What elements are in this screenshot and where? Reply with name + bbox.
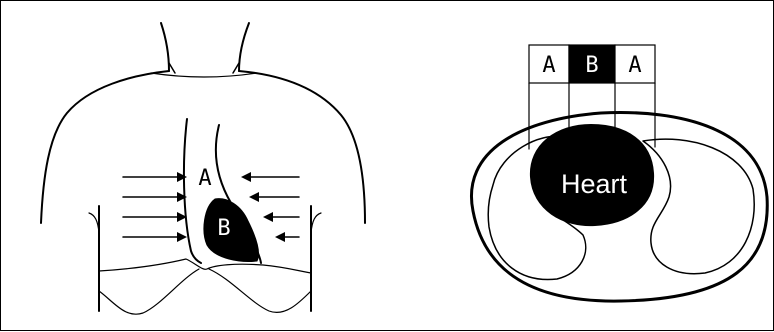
left-lower-rib-curve: [99, 269, 199, 314]
sternum-left-line: [184, 119, 201, 263]
neck-left-line: [161, 23, 169, 71]
left-flank-curl: [89, 213, 99, 233]
arrow-left-2: [123, 192, 187, 202]
left-shoulder-outline: [41, 71, 169, 223]
arrow-left-1: [123, 172, 187, 182]
compression-arrows-left: [123, 172, 187, 242]
chest-label-a: A: [198, 166, 211, 191]
box-label-middle-b: B: [585, 53, 598, 78]
neck-right-line: [239, 23, 249, 71]
arrow-right-4: [275, 232, 299, 242]
right-flank-curl: [311, 213, 321, 233]
rib-margin-line: [99, 259, 311, 273]
arrow-right-2: [249, 192, 299, 202]
cross-section: [471, 113, 767, 302]
chest-label-b: B: [217, 216, 230, 241]
heart-label: Heart: [561, 169, 628, 199]
arrow-left-4: [123, 232, 187, 242]
box-label-right-a: A: [628, 53, 641, 78]
collar-line: [151, 73, 257, 77]
arrow-right-1: [241, 172, 299, 182]
arrow-right-3: [263, 212, 299, 222]
right-lung: [643, 139, 754, 274]
arrow-left-3: [123, 212, 187, 222]
box-label-left-a: A: [542, 53, 555, 78]
right-lower-rib-curve: [209, 269, 311, 312]
heart-region-b: [204, 199, 259, 262]
